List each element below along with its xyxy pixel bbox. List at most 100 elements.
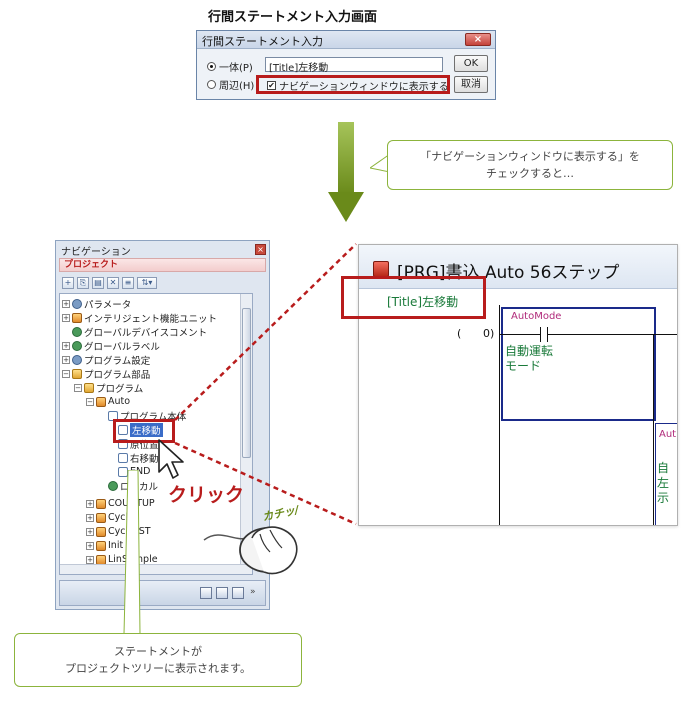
side-comment-3: 示 xyxy=(657,491,670,505)
callout-top: 「ナビゲーションウィンドウに表示する」を チェックすると… xyxy=(387,140,673,190)
dialog-title: 行間ステートメント入力 xyxy=(202,35,323,48)
statement-input[interactable]: [Title]左移動 xyxy=(265,57,443,74)
checkbox-highlight xyxy=(256,75,450,94)
comment-line2: モード xyxy=(505,359,542,373)
radio-selected-icon[interactable] xyxy=(207,62,216,71)
project-tree[interactable]: +パラメータ +インテリジェント機能ユニット グローバルデバイスコメント +グロ… xyxy=(59,293,253,575)
mouse-pointer-icon xyxy=(158,439,184,479)
program-icon xyxy=(96,540,106,551)
dialog-heading: 行間ステートメント入力画面 xyxy=(208,10,378,25)
branch-line xyxy=(653,334,654,525)
comment-icon xyxy=(72,326,82,337)
open-icon[interactable] xyxy=(216,587,228,599)
new-data-icon[interactable]: + xyxy=(62,277,74,289)
click-text: クリック xyxy=(168,484,245,506)
save-icon[interactable] xyxy=(232,587,244,599)
down-arrow-icon xyxy=(328,122,364,222)
settings-icon xyxy=(72,354,82,365)
close-icon[interactable]: × xyxy=(465,33,491,46)
checkbox-checked-icon[interactable]: ✔ xyxy=(267,81,276,90)
tree-item-selected[interactable]: 左移動 xyxy=(118,422,163,437)
statement-icon xyxy=(118,424,128,435)
folder-icon xyxy=(84,382,94,393)
ok-button[interactable]: OK xyxy=(454,55,488,72)
next-cell xyxy=(655,423,677,525)
tree-item[interactable]: −プログラム xyxy=(74,382,144,395)
tree-horizontal-scrollbar[interactable] xyxy=(60,564,252,574)
contact-left xyxy=(540,327,541,342)
tree-item[interactable]: グローバルデバイスコメント xyxy=(72,325,207,339)
statement-highlight xyxy=(341,276,486,319)
statement-text: [Title]左移動 xyxy=(387,295,459,309)
radio-all-label: 一体(P) xyxy=(219,63,253,74)
device-label: AutoMode xyxy=(511,311,562,322)
callout-pointer-icon xyxy=(370,153,390,173)
callout-top-line1: 「ナビゲーションウィンドウに表示する」を xyxy=(420,150,640,163)
tree-item[interactable]: +Cycle xyxy=(86,512,134,523)
gear-icon xyxy=(72,298,82,309)
radio-all[interactable]: 一体(P) xyxy=(207,59,253,74)
left-power-rail xyxy=(499,305,500,525)
display-tree-icon[interactable] xyxy=(200,587,212,599)
cancel-button[interactable]: 取消 xyxy=(454,76,488,93)
tree-item[interactable]: 右移動 xyxy=(118,451,159,465)
property-icon[interactable]: ≡ xyxy=(122,277,134,289)
radio-near[interactable]: 周辺(H) xyxy=(207,77,254,92)
paste-icon[interactable]: ▤ xyxy=(92,277,104,289)
folder-icon xyxy=(72,368,82,379)
side-device-label: Aut xyxy=(659,429,677,440)
tree-vertical-scrollbar[interactable] xyxy=(240,294,252,574)
navigation-panel: ナビゲーション × プロジェクト + ⎘ ▤ ✕ ≡ ⇅▾ +パラメータ +イン… xyxy=(55,240,270,610)
show-in-navigation-checkbox[interactable]: ✔ ナビゲーションウィンドウに表示する xyxy=(267,78,449,93)
tree-item[interactable]: +インテリジェント機能ユニット xyxy=(62,312,218,325)
rung-line xyxy=(547,334,677,335)
navigation-titlebar: ナビゲーション × xyxy=(56,241,269,258)
statement-input-dialog: 行間ステートメント入力 × 一体(P) 周辺(H) [Title]左移動 ✔ ナ… xyxy=(196,30,496,100)
program-icon xyxy=(96,396,106,407)
tree-item[interactable]: −Auto xyxy=(86,396,131,407)
comment-line1: 自動運転 xyxy=(505,344,554,358)
dialog-titlebar: 行間ステートメント入力 × xyxy=(197,31,495,49)
ladder-cell-selection[interactable] xyxy=(501,307,656,421)
more-icon[interactable]: » xyxy=(250,587,256,597)
navigation-toolbar: + ⎘ ▤ ✕ ≡ ⇅▾ xyxy=(59,274,266,292)
module-icon xyxy=(72,312,82,323)
tree-item[interactable]: +プログラム設定 xyxy=(62,354,151,367)
program-icon xyxy=(96,498,106,509)
rung-line xyxy=(500,334,540,335)
mouse-hand-icon xyxy=(203,526,298,575)
tab-project[interactable]: プロジェクト xyxy=(59,258,266,272)
tree-item[interactable]: +グローバルラベル xyxy=(62,340,160,353)
tree-item[interactable]: −プログラム部品 xyxy=(62,368,151,381)
callout-top-line2: チェックすると… xyxy=(486,167,574,180)
copy-icon[interactable]: ⎘ xyxy=(77,277,89,289)
scrollbar-thumb[interactable] xyxy=(242,308,251,458)
radio-unselected-icon[interactable] xyxy=(207,80,216,89)
tree-item[interactable]: +Init xyxy=(86,540,124,551)
local-label-icon xyxy=(108,480,118,491)
callout-bottom-line1: ステートメントが xyxy=(114,645,202,658)
tree-item-highlight xyxy=(113,419,175,443)
navigation-title: ナビゲーション xyxy=(61,247,131,258)
callout-pointer-icon xyxy=(123,470,141,635)
label-icon xyxy=(72,340,82,351)
step-number: 0) xyxy=(483,327,495,340)
radio-near-label: 周辺(H) xyxy=(219,81,255,92)
navigation-bottom-toolbar: » xyxy=(59,580,266,606)
program-icon xyxy=(96,526,106,537)
tree-item[interactable]: 原位置 xyxy=(118,437,159,451)
checkbox-label: ナビゲーションウィンドウに表示する xyxy=(279,82,449,93)
close-icon[interactable]: × xyxy=(255,244,266,255)
statement-icon xyxy=(118,452,128,463)
callout-bottom: ステートメントが プロジェクトツリーに表示されます。 xyxy=(14,633,302,687)
tree-item[interactable]: +パラメータ xyxy=(62,298,132,311)
step-paren: ( xyxy=(457,327,462,340)
program-icon xyxy=(96,512,106,523)
sort-dropdown-icon[interactable]: ⇅▾ xyxy=(137,277,157,289)
side-comment-1: 自 xyxy=(657,461,670,475)
statement-icon xyxy=(118,438,128,449)
side-comment-2: 左 xyxy=(657,476,670,490)
tree-item[interactable]: ローカル xyxy=(108,479,158,493)
delete-icon[interactable]: ✕ xyxy=(107,277,119,289)
